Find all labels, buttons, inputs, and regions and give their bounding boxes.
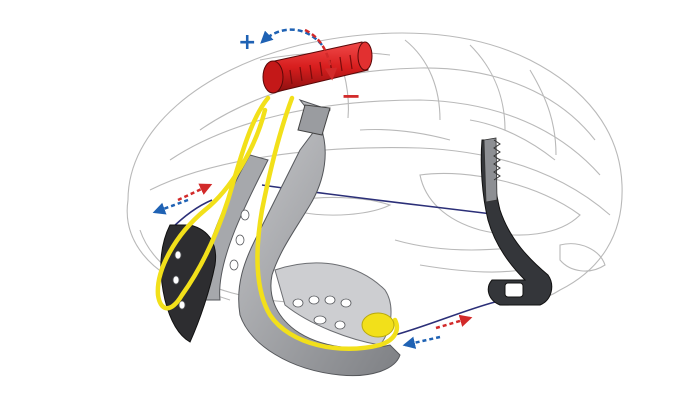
adjustment-dial[interactable] [262, 41, 373, 94]
right-arrow-loosen [435, 314, 473, 330]
right-rear-bracket [480, 137, 553, 306]
cable-guide-yellow [361, 312, 395, 338]
fit-cable [155, 95, 400, 351]
loosen-sign: − [341, 82, 362, 110]
left-arrow-loosen [177, 183, 213, 202]
tighten-sign: + [238, 30, 257, 55]
rotation-arrow-tighten [260, 28, 323, 46]
tension-wire-right [394, 301, 496, 336]
retention-cradle [160, 98, 553, 377]
right-arrow-tighten [402, 335, 441, 349]
occipital-tab [297, 104, 331, 136]
left-arrow-tighten [152, 198, 189, 215]
rotation-arrow-loosen [304, 28, 338, 81]
